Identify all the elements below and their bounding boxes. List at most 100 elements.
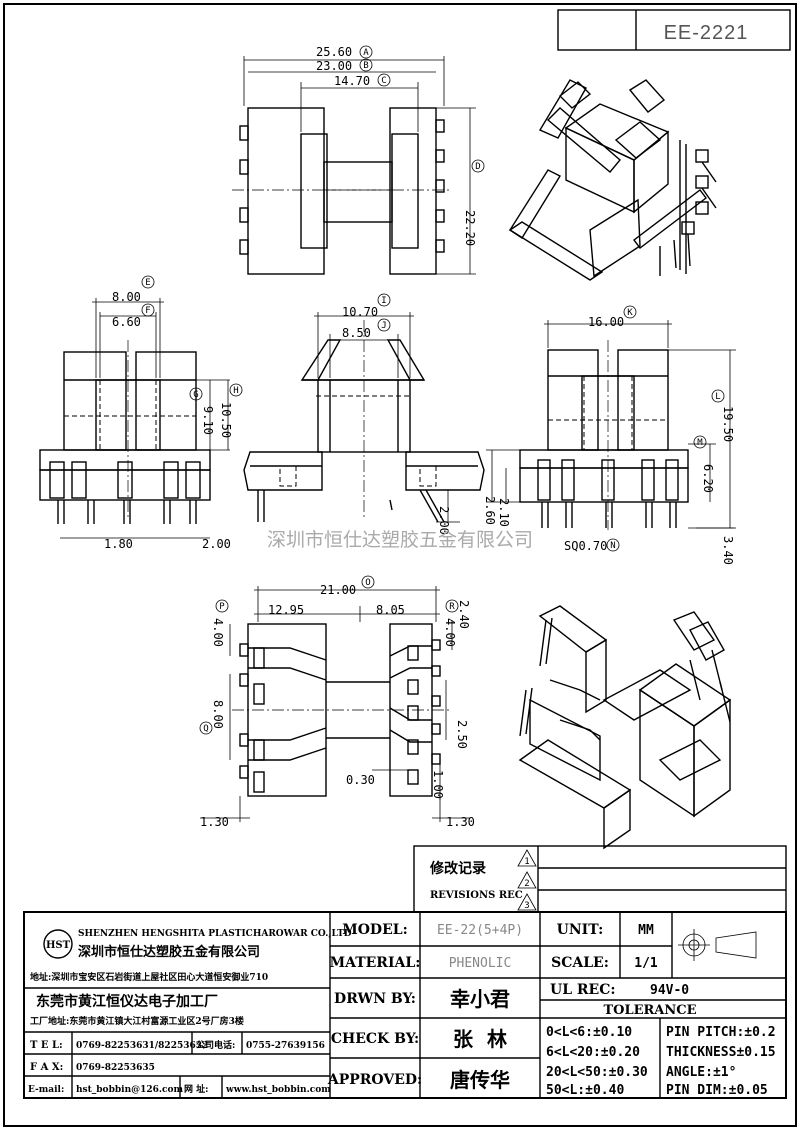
dim-3-40: 3.40 <box>721 536 735 565</box>
dim-l-ref: L <box>715 392 720 402</box>
dim-f-value: 6.60 <box>112 315 141 329</box>
side-view: 10.70 I 8.50 J 2.00 <box>243 293 485 535</box>
projection-symbol-icon <box>678 929 757 961</box>
right-view: 16.00 K 19.50 L 6.20 M 2.60 2.10 SQ0.70 … <box>483 305 736 565</box>
fax-label: F A X: <box>30 1062 63 1073</box>
email-label: E-mail: <box>28 1085 64 1095</box>
dim-q-value: 8.00 <box>211 700 225 729</box>
revisions-title-en: REVISIONS REC <box>430 890 523 901</box>
tol-right-4: PIN DIM:±0.05 <box>666 1083 768 1098</box>
dim-o-value: 21.00 <box>320 583 356 597</box>
check-by-label: CHECK BY: <box>331 1031 419 1047</box>
approved-label: APPROVED: <box>327 1072 422 1088</box>
model-label: MODEL: <box>342 922 408 938</box>
fax-value: 0769-82253635 <box>76 1063 155 1073</box>
dim-12-95: 12.95 <box>268 603 304 617</box>
part-number: EE-2221 <box>664 22 749 44</box>
tol-left-1: 0<L<6:±0.10 <box>546 1025 632 1040</box>
dim-p-value: 4.00 <box>211 618 225 647</box>
dim-1-00: 1.00 <box>431 770 445 799</box>
revision-3: 3 <box>524 901 529 911</box>
factory-name-cn: 东莞市黄江恒仪达电子加工厂 <box>36 993 218 1010</box>
revisions-title-cn: 修改记录 <box>429 860 486 877</box>
tel-value: 0769-82253631/82253632 <box>76 1041 208 1051</box>
material-value: PHENOLIC <box>449 956 512 971</box>
dim-b-value: 23.00 <box>316 59 352 73</box>
title-block: HST SHENZHEN HENGSHITA PLASTICHAROWAR CO… <box>23 911 787 1099</box>
sheet-border <box>3 3 797 1127</box>
unit-value: MM <box>638 923 654 938</box>
top-view: 25.60 A 23.00 B 14.70 C 22.20 D <box>232 45 485 275</box>
approved-value: 唐传华 <box>450 1068 510 1092</box>
dim-1-80: 1.80 <box>104 537 133 551</box>
scale-label: SCALE: <box>551 955 609 971</box>
dim-r-value: 2.40 <box>457 600 471 629</box>
dim-2-50: 2.50 <box>455 720 469 749</box>
dim-a-value: 25.60 <box>316 45 352 59</box>
dim-l-value: 19.50 <box>721 406 735 442</box>
web-label: 网 址: <box>184 1083 208 1095</box>
unit-label: UNIT: <box>557 922 604 938</box>
tol-left-3: 20<L<50:±0.30 <box>546 1065 648 1080</box>
tol-right-2: THICKNESS±0.15 <box>666 1045 776 1060</box>
dim-e-ref: E <box>145 278 150 288</box>
tol-left-4: 50<L:±0.40 <box>546 1083 624 1098</box>
dim-8-05: 8.05 <box>376 603 405 617</box>
dim-f-ref: F <box>145 306 150 316</box>
isometric-view-top <box>508 79 717 281</box>
company-name-en: SHENZHEN HENGSHITA PLASTICHAROWAR CO.,LT… <box>78 929 352 939</box>
dim-c-ref: C <box>381 76 386 86</box>
dim-k-value: 16.00 <box>588 315 624 329</box>
scale-value: 1/1 <box>634 956 658 971</box>
dim-h-ref: H <box>233 386 238 396</box>
watermark: 深圳市恒仕达塑胶五金有限公司 <box>267 529 533 551</box>
company-address-sz: 地址:深圳市宝安区石岩街道上屋社区田心大道恒安御业710 <box>30 971 268 983</box>
revision-1: 1 <box>524 857 529 867</box>
company-logo <box>43 929 73 959</box>
tol-right-1: PIN PITCH:±0.2 <box>666 1025 776 1040</box>
tol-right-3: ANGLE:±1° <box>666 1065 736 1080</box>
revision-2: 2 <box>524 879 529 889</box>
tolerance-label: TOLERANCE <box>603 1003 696 1018</box>
dim-a-ref: A <box>363 48 369 58</box>
bottom-view: 21.00 O 12.95 8.05 4.00 P 8.00 Q 2.40 R … <box>199 575 475 829</box>
office-tel-label: 公司电话: <box>196 1039 235 1051</box>
check-by-value: 张 林 <box>453 1027 507 1051</box>
dim-b-ref: B <box>363 61 368 71</box>
material-label: MATERIAL: <box>330 955 421 971</box>
dim-g-value: 9.10 <box>201 406 215 435</box>
dim-d-value: 22.20 <box>463 210 477 246</box>
dim-2-00-front: 2.00 <box>202 537 231 551</box>
dim-p-ref: P <box>219 602 225 612</box>
dim-c-value: 14.70 <box>334 74 370 88</box>
dim-j-value: 8.50 <box>342 326 371 340</box>
dim-4-00-right: 4.00 <box>443 618 457 647</box>
dim-2-10: 2.10 <box>497 498 511 527</box>
dim-1-30-right: 1.30 <box>446 815 475 829</box>
dim-e-value: 8.00 <box>112 290 141 304</box>
part-number-box: EE-2221 <box>557 9 791 51</box>
dim-k-ref: K <box>627 308 633 318</box>
email-value: hst_bobbin@126.com <box>76 1085 184 1095</box>
company-name-cn: 深圳市恒仕达塑胶五金有限公司 <box>78 944 260 960</box>
ul-rec-value: 94V-0 <box>650 983 689 998</box>
ul-rec-label: UL REC: <box>550 982 616 998</box>
drawn-by-value: 幸小君 <box>450 987 510 1011</box>
dim-j-ref: J <box>381 321 386 331</box>
front-view: 8.00 E 6.60 F 9.10 G 10.50 H 1.80 2.00 <box>39 275 243 551</box>
dim-r-ref: R <box>449 602 455 612</box>
dim-m-ref: M <box>697 438 703 448</box>
web-value: www.hst_bobbin.com <box>225 1085 331 1095</box>
isometric-view-bottom <box>518 605 732 850</box>
dim-n-ref: N <box>610 541 615 551</box>
dim-0-30: 0.30 <box>346 773 375 787</box>
dim-d-ref: D <box>475 162 480 172</box>
dim-2-00-side: 2.00 <box>437 506 451 535</box>
factory-address: 工厂地址:东莞市黄江镇大江村富源工业区2号厂房3楼 <box>30 1015 244 1027</box>
revisions-block: 修改记录 REVISIONS REC 1 2 3 <box>413 845 787 913</box>
dim-g-ref: G <box>193 390 198 400</box>
company-logo-text: HST <box>46 940 71 951</box>
dim-m-value: 6.20 <box>701 464 715 493</box>
tol-left-2: 6<L<20:±0.20 <box>546 1045 640 1060</box>
